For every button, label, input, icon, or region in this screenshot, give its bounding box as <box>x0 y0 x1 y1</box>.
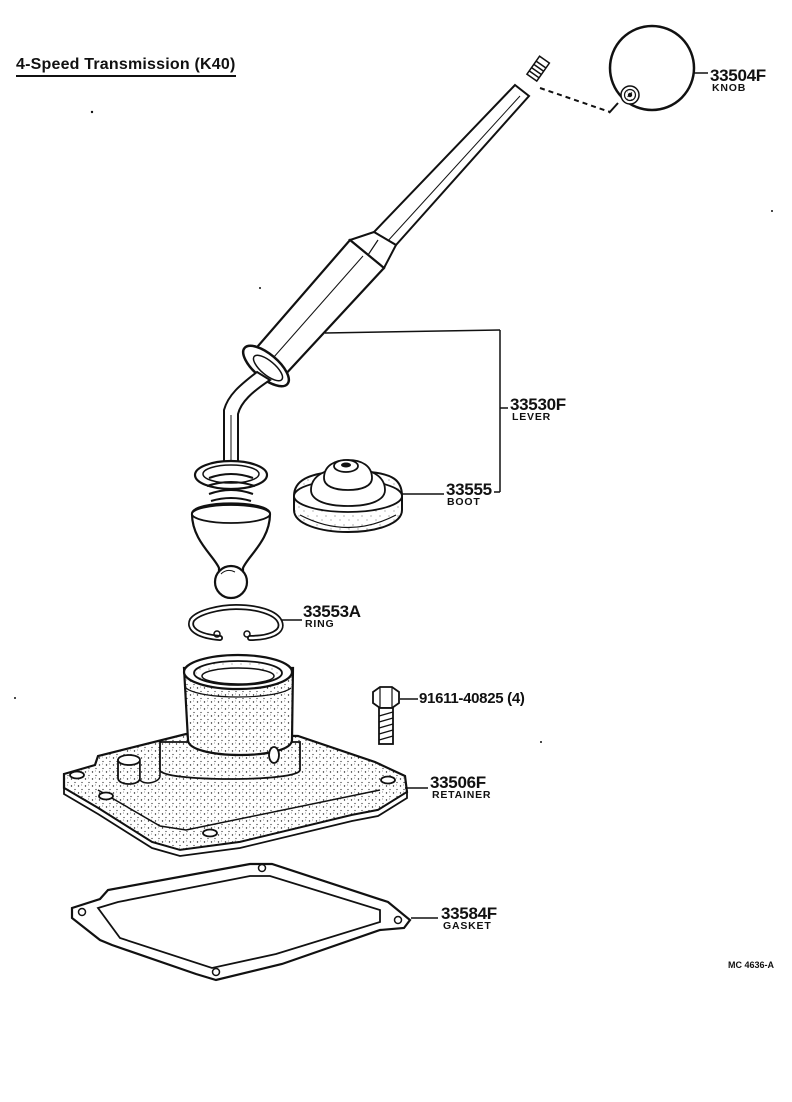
boot-part <box>293 459 403 534</box>
lever-bracket <box>324 329 508 493</box>
ring-part <box>188 603 284 641</box>
ring-part-name: RING <box>305 618 335 630</box>
gasket-part-name: GASKET <box>443 920 492 932</box>
reference-code: MC 4636-A <box>728 960 775 970</box>
retainer-part <box>62 653 409 857</box>
boot-part-number: 33555 <box>446 480 492 499</box>
lever-part-name: LEVER <box>512 411 552 423</box>
lever-part <box>190 55 551 600</box>
retainer-part-name: RETAINER <box>432 789 492 801</box>
knob-part-number: 33504F <box>710 66 766 85</box>
gasket-part-number: 33584F <box>441 904 497 923</box>
retainer-part-number: 33506F <box>430 773 486 792</box>
bolt-part <box>372 686 400 745</box>
lever-part-number: 33530F <box>510 395 566 414</box>
ring-part-number: 33553A <box>303 602 361 621</box>
bolt-part-number: 91611-40825 (4) <box>419 690 525 707</box>
print-specks <box>14 110 773 743</box>
knob-part-name: KNOB <box>712 82 747 94</box>
boot-part-name: BOOT <box>447 496 481 508</box>
knob-part <box>608 24 696 112</box>
diagram-title: 4-Speed Transmission (K40) <box>16 56 236 77</box>
knob-leader-tick <box>608 102 619 114</box>
gasket-part <box>70 862 412 982</box>
knob-dashed-leader <box>539 87 611 113</box>
